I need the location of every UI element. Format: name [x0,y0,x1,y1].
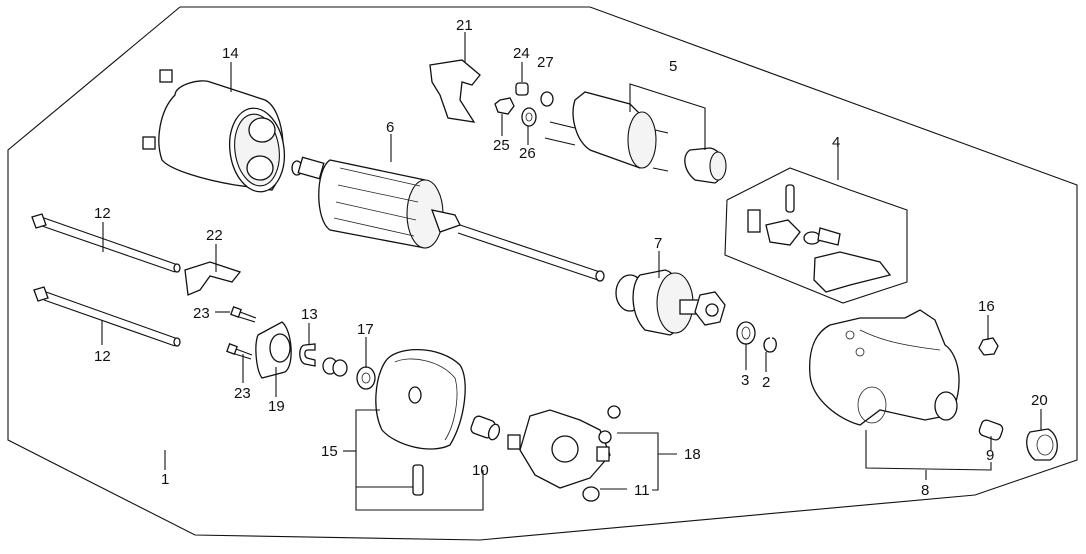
callout-6[interactable]: 6 [386,119,394,136]
bracket-22-part [184,261,242,296]
gear-housing-part [809,309,960,426]
washer-26-part [521,107,537,127]
stop-ring-part [763,337,777,353]
callout-17[interactable]: 17 [357,321,374,338]
solenoid-part [544,91,727,184]
armature-part [291,156,605,282]
callout-14[interactable]: 14 [222,45,239,62]
callout-24[interactable]: 24 [513,45,530,62]
callout-9[interactable]: 9 [986,447,994,464]
callout-12-upper[interactable]: 12 [94,205,111,222]
retaining-clip-part [299,343,316,367]
callout-19[interactable]: 19 [268,398,285,415]
lever-set-part [724,167,908,304]
callout-3[interactable]: 3 [741,372,749,389]
callout-18[interactable]: 18 [684,446,701,463]
callout-16[interactable]: 16 [978,298,995,315]
callout-4[interactable]: 4 [832,134,840,151]
through-bolt-upper-part [31,213,181,273]
bushing-10-part [470,415,501,441]
callout-22[interactable]: 22 [206,227,223,244]
callout-26[interactable]: 26 [519,145,536,162]
washer-17-part [356,366,376,390]
spring-part [322,357,348,377]
pin-part [412,464,424,496]
callout-12-lower[interactable]: 12 [94,348,111,365]
bushing-9-part [978,419,1004,441]
callout-23-lower[interactable]: 23 [234,385,251,402]
callout-11[interactable]: 11 [634,482,650,499]
nut-25-part [494,97,515,115]
bracket-21-part [429,59,481,123]
assembly-boundary [7,6,1078,541]
nut-16-part [978,337,999,356]
brush-holder-part [507,405,621,489]
callout-8[interactable]: 8 [921,482,929,499]
callout-15[interactable]: 15 [321,443,338,460]
callout-2[interactable]: 2 [762,374,770,391]
callout-23-upper[interactable]: 23 [193,305,210,322]
callouts: 1 2 3 4 5 6 7 8 9 10 11 12 12 13 14 15 1… [94,17,1048,499]
nut-24-part [515,82,529,96]
callout-25[interactable]: 25 [493,137,510,154]
callout-1[interactable]: 1 [161,471,169,488]
callout-13[interactable]: 13 [301,306,318,323]
callout-7[interactable]: 7 [654,235,662,252]
screw-23-upper-part [230,306,257,323]
callout-20[interactable]: 20 [1031,392,1048,409]
overrunning-clutch-part [615,269,726,336]
end-cover-part [375,348,466,450]
leader-lines [101,32,1042,511]
callout-21[interactable]: 21 [456,17,473,34]
stop-collar-part [736,321,756,345]
field-yoke-part [142,69,286,193]
callout-5[interactable]: 5 [669,58,677,75]
callout-27[interactable]: 27 [537,54,554,71]
through-bolt-lower-part [33,286,181,347]
brush-spring-part [582,486,600,502]
washer-27-part [540,91,554,107]
screw-23-lower-part [226,343,253,360]
callout-10[interactable]: 10 [472,462,489,479]
dust-cover-part [1026,428,1058,461]
end-cap-part [255,321,292,379]
